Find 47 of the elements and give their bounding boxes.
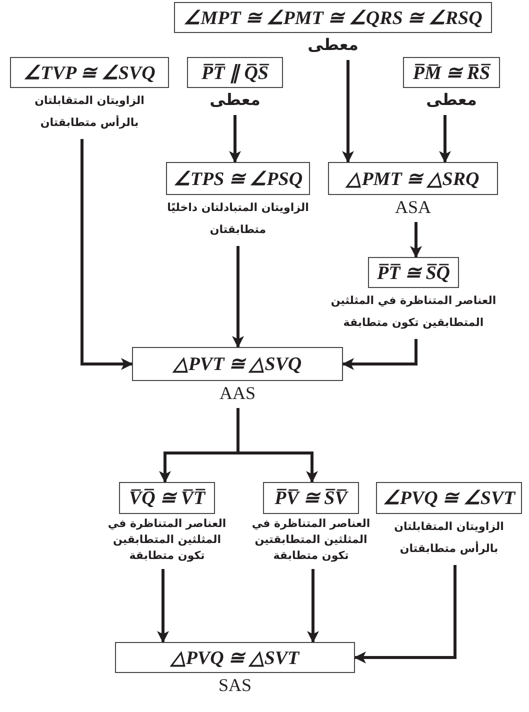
postulate-label: SAS <box>217 675 253 695</box>
statement-box <box>132 347 343 381</box>
postulate-label: ASA <box>394 197 432 217</box>
congruence-statement: P̅V̅ ≅ S̅V̅ <box>274 487 348 510</box>
reason-text: معطى <box>306 35 360 55</box>
congruence-statement: ∠PVQ ≅ ∠SVT <box>382 487 516 510</box>
statement-box <box>166 162 310 195</box>
congruence-statement: P̅T̅ ∥ Q̅S̅ <box>202 62 268 84</box>
statement-box <box>403 57 500 88</box>
reason-text: معطى <box>425 90 478 110</box>
statement-box <box>119 482 215 514</box>
postulate-label: AAS <box>218 383 256 403</box>
statement-box <box>187 57 283 88</box>
congruence-statement: P̅T̅ ≅ S̅Q̅ <box>377 262 450 284</box>
reason-text: الزاويتان المتقابلتان بالرأس متطابقتان <box>393 519 505 557</box>
statement-box <box>368 257 459 288</box>
arrow <box>354 565 456 664</box>
arrow <box>80 139 133 370</box>
reason-text: العناصر المتناظرة في المثلثين المتطابقين تكون متطابقة <box>330 293 498 331</box>
arrow <box>229 115 241 163</box>
statement-box <box>376 482 522 514</box>
congruence-statement: △PVT ≅ △SVQ <box>173 353 302 376</box>
congruence-statement: ∠TVP ≅ ∠SVQ <box>24 62 156 84</box>
reason-text: العناصر المتناظرة في المثلثين المتطابقين تكون متطابقة <box>106 516 228 564</box>
statement-box <box>174 2 492 33</box>
reason-text: الزاويتان المتقابلتان بالرأس متطابقتان <box>34 93 146 131</box>
statement-box <box>10 57 169 88</box>
arrow <box>307 569 319 643</box>
arrow <box>342 60 354 163</box>
reason-text: العناصر المتناظرة في المثلثين المتطابقتين تكون متطابقة <box>250 516 372 564</box>
congruence-statement: ∠TPS ≅ ∠PSQ <box>173 168 303 190</box>
arrow <box>342 339 418 370</box>
arrow <box>439 115 451 163</box>
congruence-statement: P̅M̅ ≅ R̅S̅ <box>412 62 490 84</box>
statement-box <box>328 162 498 195</box>
reason-text: معطى <box>208 90 262 110</box>
statement-box <box>263 482 359 514</box>
congruence-statement: ∠MPT ≅ ∠PMT ≅ ∠QRS ≅ ∠RSQ <box>184 6 482 30</box>
reason-text: الزاويتان المتبادلتان داخليًا متطابقتان <box>166 200 310 238</box>
arrow <box>232 246 244 348</box>
arrow <box>157 569 169 643</box>
arrow <box>410 222 422 258</box>
statement-box <box>115 642 355 673</box>
congruence-statement: △PMT ≅ △SRQ <box>346 168 480 190</box>
arrow <box>236 408 318 483</box>
congruence-statement: V̅Q̅ ≅ V̅T̅ <box>128 487 206 510</box>
congruence-statement: △PVQ ≅ △SVT <box>170 646 300 670</box>
